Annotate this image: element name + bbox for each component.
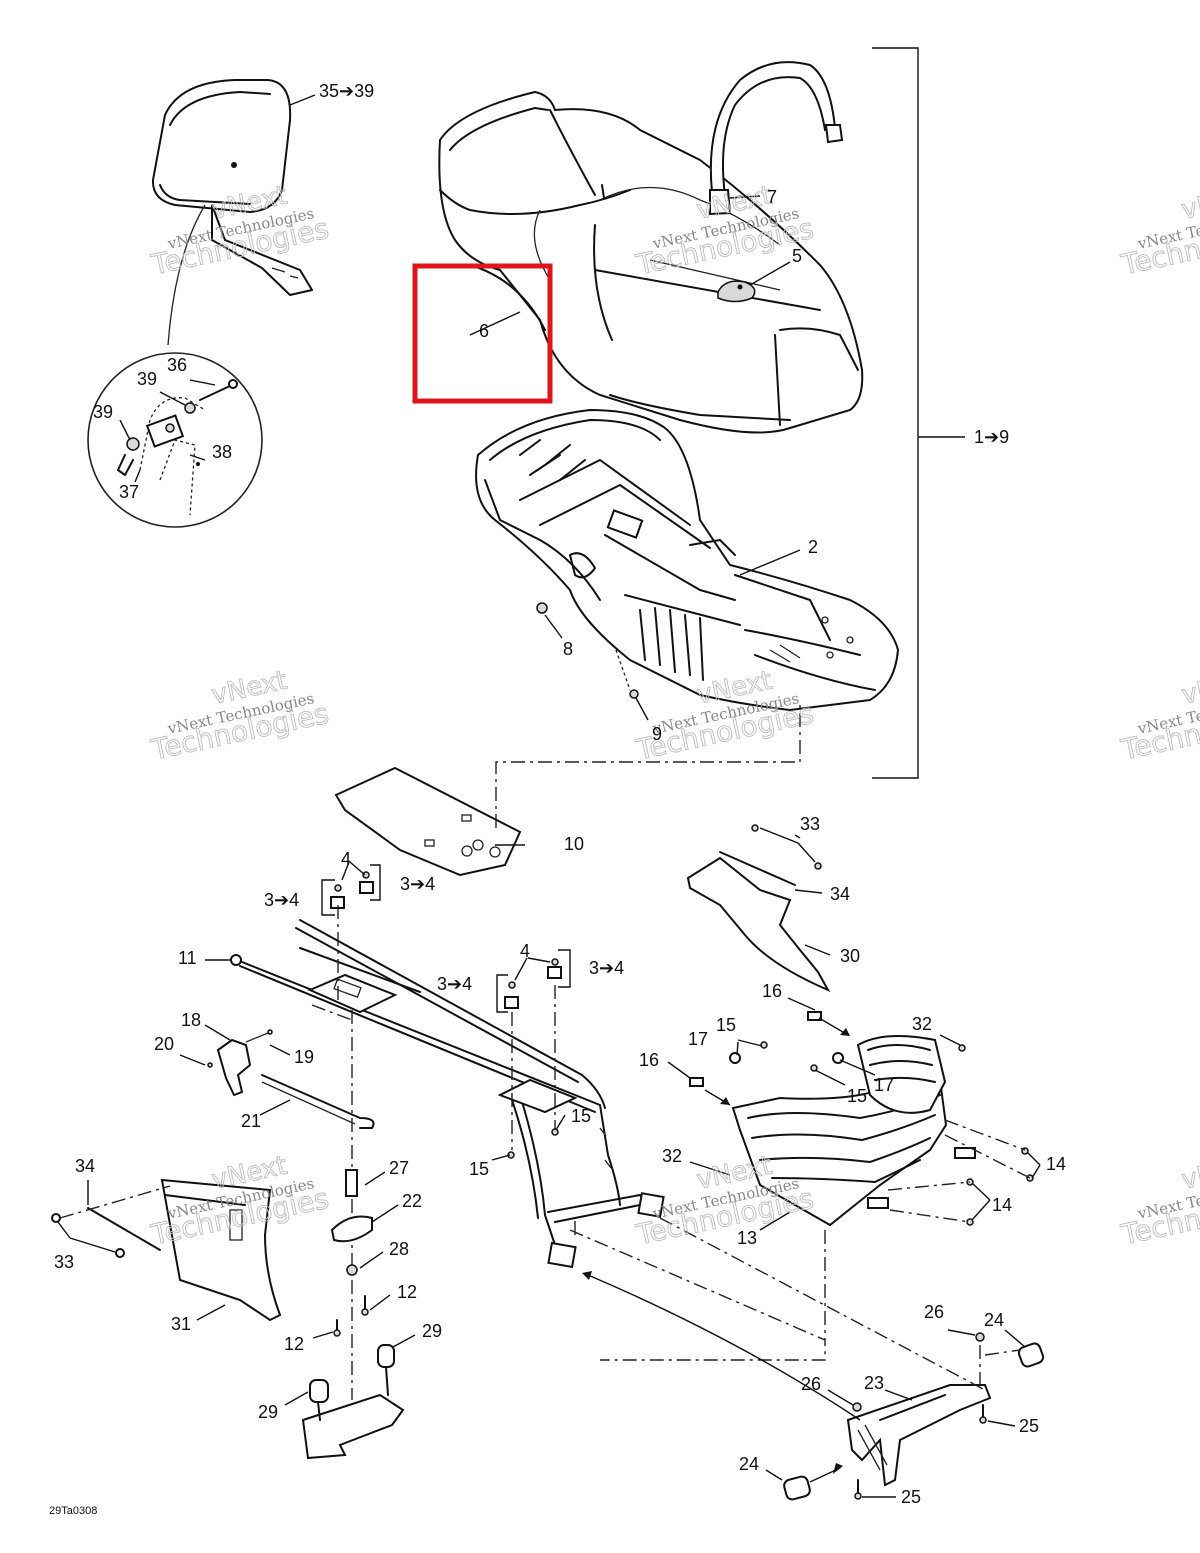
callout-24[interactable]: 24 [984,1310,1004,1330]
callout-15[interactable]: 15 [716,1015,736,1035]
callout-5[interactable]: 5 [792,246,802,266]
side-panel-right [686,824,831,993]
pin-part [330,1169,373,1337]
callout-30[interactable]: 30 [840,946,860,966]
backrest-hardware-detail [87,352,263,528]
svg-text:vNext: vNext [1179,666,1200,711]
callout-25[interactable]: 25 [1019,1416,1039,1436]
callout-20[interactable]: 20 [154,1034,174,1054]
callout-21[interactable]: 21 [241,1111,261,1131]
callout-14[interactable]: 14 [992,1195,1012,1215]
backrest-part [151,79,313,346]
callout-15[interactable]: 15 [571,1106,591,1126]
callout-14[interactable]: 14 [1046,1154,1066,1174]
callout-28[interactable]: 28 [389,1239,409,1259]
callout-29[interactable]: 29 [258,1402,278,1422]
callout-12[interactable]: 12 [284,1334,304,1354]
callout-8[interactable]: 8 [563,639,573,659]
callout-35-39[interactable]: 35➔39 [319,81,374,101]
callout-1-9[interactable]: 1➔9 [974,427,1009,447]
base-rail-part [301,1344,405,1460]
callout-31[interactable]: 31 [171,1314,191,1334]
bolt-9 [615,649,639,699]
callout-19[interactable]: 19 [294,1047,314,1067]
callout-38[interactable]: 38 [212,442,232,462]
frame-fasteners-front [321,864,381,916]
callout-9[interactable]: 9 [652,724,662,744]
latch-part [207,1029,273,1097]
callout-12[interactable]: 12 [397,1282,417,1302]
callout-29[interactable]: 29 [422,1321,442,1341]
callout-34[interactable]: 34 [830,884,850,904]
highlight-box[interactable] [412,263,553,404]
callout-25[interactable]: 25 [901,1487,921,1507]
callout-17[interactable]: 17 [874,1075,894,1095]
callout-2[interactable]: 2 [808,537,818,557]
cable-part [261,1074,375,1129]
callout-33[interactable]: 33 [54,1252,74,1272]
svg-text:vNext: vNext [1179,1151,1200,1196]
callout-15[interactable]: 15 [469,1159,489,1179]
callout-7[interactable]: 7 [767,187,777,207]
callout-3-4[interactable]: 3➔4 [264,890,299,910]
callout-32[interactable]: 32 [912,1014,932,1034]
svg-text:vNext: vNext [1179,181,1200,226]
callout-24[interactable]: 24 [739,1454,759,1474]
frame-fasteners-rear [496,949,571,1013]
callout-16[interactable]: 16 [762,981,782,1001]
callout-11[interactable]: 11 [178,948,197,968]
assembly-bracket [872,47,919,779]
rear-rack-part [507,1011,1034,1227]
callout-3-4[interactable]: 3➔4 [589,958,624,978]
callout-22[interactable]: 22 [402,1191,422,1211]
seat-strap-part [709,61,844,216]
callout-labels: 35➔39 36 39 39 38 37 7 5 1➔9 2 8 9 10 4 … [54,81,1066,1507]
callout-39[interactable]: 39 [137,369,157,389]
callout-16[interactable]: 16 [639,1050,659,1070]
callout-23[interactable]: 23 [864,1373,884,1393]
callout-36[interactable]: 36 [167,355,187,375]
frame-part [230,919,665,1269]
callout-4[interactable]: 4 [341,849,351,869]
callout-33[interactable]: 33 [800,814,820,834]
callout-37[interactable]: 37 [119,482,139,502]
callout-6[interactable]: 6 [479,321,489,341]
callout-26[interactable]: 26 [801,1374,821,1394]
pad-part [334,766,522,877]
callout-27[interactable]: 27 [389,1158,409,1178]
callout-10[interactable]: 10 [564,834,584,854]
callout-3-4[interactable]: 3➔4 [400,874,435,894]
leader-lines [57,94,1041,1498]
callout-13[interactable]: 13 [737,1228,757,1248]
callout-32[interactable]: 32 [662,1146,682,1166]
side-panel-left [51,1178,282,1322]
callout-3-4[interactable]: 3➔4 [437,974,472,994]
figure-code: 29Ta0308 [49,1505,97,1517]
callout-34[interactable]: 34 [75,1156,95,1176]
callout-18[interactable]: 18 [181,1010,201,1030]
nut-8 [536,602,548,614]
rear-bracket-part [783,1332,1045,1501]
callout-17[interactable]: 17 [688,1029,708,1049]
seat-base-part [475,408,900,712]
callout-4[interactable]: 4 [520,941,530,961]
callout-15[interactable]: 15 [847,1086,867,1106]
callout-39[interactable]: 39 [93,402,113,422]
callout-26[interactable]: 26 [924,1302,944,1322]
